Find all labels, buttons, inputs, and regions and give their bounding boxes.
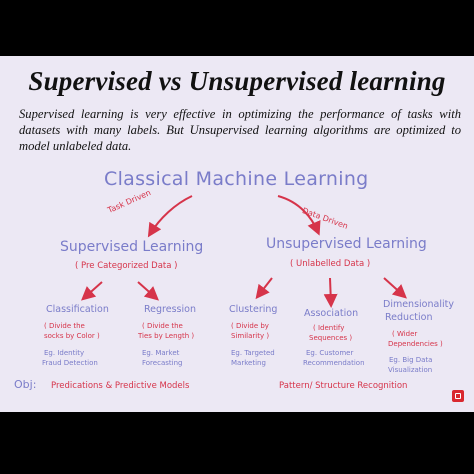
arrow-supervised-to-regression [137, 281, 159, 301]
classification-desc-2: socks by Color ) [44, 332, 100, 340]
objective-supervised: Predications & Predictive Models [51, 381, 190, 391]
association-desc-1: ( Identify [313, 324, 345, 332]
objectives-label: Obj: [14, 378, 37, 391]
supervised-title: Supervised Learning [60, 239, 204, 255]
slide-card: Supervised vs Unsupervised learning Supe… [0, 56, 474, 412]
dimensionality-eg-1: Eg. Big Data [389, 356, 433, 364]
clustering-desc-2: Similarity ) [231, 332, 270, 340]
root-node-title: Classical Machine Learning [104, 168, 369, 190]
arrow-unsupervised-to-clustering [255, 277, 273, 300]
classification-eg-1: Eg. Identity [44, 349, 85, 357]
regression-desc-2: Ties by Length ) [138, 332, 195, 340]
clustering-eg-2: Marketing [231, 359, 266, 367]
red-square-logo-icon [452, 390, 464, 402]
unsupervised-subtitle: ( Unlabelled Data ) [290, 259, 371, 269]
association-desc-2: Sequences ) [309, 334, 353, 342]
dimensionality-desc-2: Dependencies ) [388, 340, 443, 348]
classification-eg-2: Fraud Detection [42, 359, 98, 367]
clustering-desc-1: ( Divide by [231, 322, 269, 330]
classification-title: Classification [46, 304, 109, 315]
clustering-title: Clustering [229, 304, 278, 315]
arrow-root-to-unsupervised [277, 195, 321, 236]
arrow-supervised-to-classification [81, 281, 103, 301]
association-eg-1: Eg. Customer [306, 349, 354, 357]
objective-unsupervised: Pattern/ Structure Recognition [279, 381, 408, 391]
supervised-subtitle: ( Pre Categorized Data ) [75, 261, 178, 271]
dimensionality-title-1: Dimensionality [383, 299, 454, 310]
description-text: Supervised learning is very effective in… [19, 107, 461, 153]
arrow-root-to-supervised [147, 195, 193, 238]
dimensionality-title-2: Reduction [385, 312, 433, 323]
clustering-eg-1: Eg. Targeted [231, 349, 275, 357]
regression-title: Regression [144, 304, 196, 315]
regression-eg-1: Eg. Market [142, 349, 180, 357]
classification-desc-1: ( Divide the [44, 322, 85, 330]
arrow-unsupervised-to-association [323, 277, 338, 308]
association-title: Association [304, 308, 359, 319]
arrow-unsupervised-to-dimensionality [383, 277, 407, 299]
dimensionality-desc-1: ( Wider [392, 330, 418, 338]
page-title: Supervised vs Unsupervised learning [28, 66, 446, 96]
association-eg-2: Recommendation [303, 359, 365, 367]
regression-desc-1: ( Divide the [142, 322, 183, 330]
regression-eg-2: Forecasting [142, 359, 183, 367]
unsupervised-title: Unsupervised Learning [266, 236, 427, 252]
diagram-arrows [81, 195, 407, 308]
dimensionality-eg-2: Visualization [388, 366, 433, 374]
